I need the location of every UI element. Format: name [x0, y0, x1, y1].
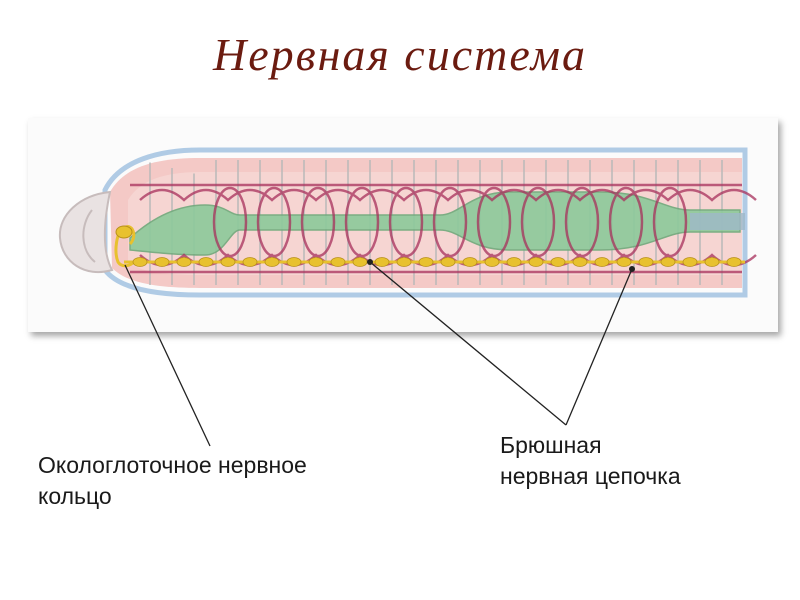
ganglion	[550, 257, 566, 267]
cerebral-ganglion	[115, 225, 133, 239]
ring-blood-vessel	[300, 186, 336, 258]
ring-leader-line	[124, 264, 211, 447]
ring-blood-vessel	[520, 186, 556, 258]
ganglion	[352, 257, 368, 267]
ring-blood-vessel	[432, 186, 468, 258]
ring-blood-vessel	[388, 186, 424, 258]
ganglion	[330, 257, 346, 267]
ganglion	[682, 257, 698, 267]
ganglion	[440, 257, 456, 267]
page-title: Нервная система	[213, 29, 587, 80]
ganglion	[418, 257, 434, 267]
ganglion	[220, 257, 236, 267]
nerve-ring-label-line1: Окологлоточное нервное	[38, 452, 307, 478]
ring-blood-vessel	[652, 186, 688, 258]
lateral-vessel-upper	[139, 188, 757, 202]
ganglion	[176, 257, 192, 267]
chain-leader-line-right	[565, 268, 633, 426]
ganglion	[198, 257, 214, 267]
nerve-ring-label-line2: кольцо	[38, 483, 112, 509]
ganglion	[616, 257, 632, 267]
worm-intestine-end	[690, 213, 745, 230]
ventral-ganglia	[132, 257, 742, 267]
ganglion	[726, 257, 742, 267]
worm-head-fold	[82, 209, 96, 263]
ring-blood-vessel	[256, 186, 292, 258]
ganglion	[132, 257, 148, 267]
ring-blood-vessel	[212, 186, 248, 258]
ganglion	[154, 257, 170, 267]
ring-blood-vessel	[564, 186, 600, 258]
nerve-ring-label: Окологлоточное нервное кольцо	[38, 450, 307, 512]
worm-head	[58, 190, 114, 273]
ganglion	[308, 257, 324, 267]
ganglion	[396, 257, 412, 267]
ganglion	[374, 257, 390, 267]
chain-pointer-dot	[367, 259, 373, 265]
ganglion	[242, 257, 258, 267]
ganglion	[264, 257, 280, 267]
nerve-chain-label: Брюшная нервная цепочка	[500, 430, 681, 492]
ganglion	[660, 257, 676, 267]
ganglion	[286, 257, 302, 267]
nerve-chain-label-line2: нервная цепочка	[500, 463, 681, 489]
ganglion	[572, 257, 588, 267]
ganglion	[506, 257, 522, 267]
ring-blood-vessel	[608, 186, 644, 258]
chain-leader-line-left	[369, 261, 567, 426]
ring-blood-vessel	[344, 186, 380, 258]
ring-blood-vessel	[476, 186, 512, 258]
ganglion	[528, 257, 544, 267]
nerve-chain-label-line1: Брюшная	[500, 432, 602, 458]
chain-pointer-dot	[629, 266, 635, 272]
ganglion	[638, 257, 654, 267]
ganglion	[462, 257, 478, 267]
ganglion	[704, 257, 720, 267]
ganglion	[594, 257, 610, 267]
ganglion	[484, 257, 500, 267]
worm-body-blue-outline	[102, 147, 748, 298]
